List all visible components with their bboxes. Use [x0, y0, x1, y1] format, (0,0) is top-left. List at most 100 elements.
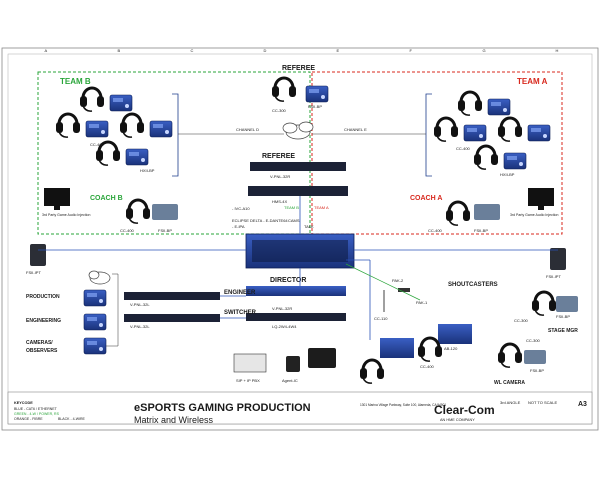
- director-label: DIRECTOR: [270, 277, 306, 284]
- title-block: [7, 391, 593, 425]
- device-label: CAMS: [288, 218, 300, 223]
- team-a-equipment: CC-400 HXII-BP: [432, 90, 551, 177]
- coach-a-label: COACH A: [410, 195, 442, 202]
- production-label: PRODUCTION: [26, 294, 60, 300]
- team-a-feed-label: TEAM A: [314, 205, 329, 210]
- beltpack-icon: [125, 148, 149, 166]
- keycode-green: GREEN - 4-W / POWER, RS: [14, 412, 60, 416]
- device-label: CC-400: [420, 364, 435, 369]
- device-label: V-PNL-32L: [130, 302, 150, 307]
- observers-label: OBSERVERS: [26, 348, 58, 354]
- device-label: CC-400: [90, 142, 105, 147]
- device-label: PAK-1: [416, 300, 428, 305]
- director-panel: [246, 286, 346, 296]
- third-party-a-label: 3rd Party Game Audio Injection: [510, 213, 558, 217]
- ab120-left: [380, 338, 414, 358]
- keycode-title: KEYCODE: [14, 401, 33, 405]
- beltpack-icon: [527, 124, 551, 142]
- team-b-feed-label: TEAM B: [284, 205, 299, 210]
- company-subtitle: AN HME COMPANY: [440, 418, 475, 422]
- ruler-label: B: [118, 48, 121, 53]
- cloud-icon: [88, 270, 111, 285]
- team-b-bracket: [172, 93, 179, 177]
- headset-icon: [530, 290, 558, 317]
- referee-mid-label: REFEREE: [262, 153, 295, 160]
- monitor-icon: [528, 188, 554, 210]
- headset-icon: [78, 86, 106, 113]
- cat6-links: [38, 196, 558, 340]
- device-label: V-PNL-32R: [272, 306, 292, 311]
- team-b-equipment: CC-400 HXII-BP: [54, 86, 173, 173]
- eclipse-matrix-cards: [252, 240, 348, 262]
- fsii-ipt-right: [550, 248, 566, 270]
- shoutcasters-label: SHOUTCASTERS: [448, 282, 498, 288]
- beltpack-icon: [503, 152, 527, 170]
- device-label: FSII-BP: [308, 104, 322, 109]
- headset-icon: [54, 112, 82, 139]
- hms4x-unit: [248, 186, 348, 196]
- group-bracket: [106, 273, 119, 347]
- scale-label: NOT TO SCALE: [528, 400, 557, 405]
- device-label: FSII-BP: [530, 368, 544, 373]
- beltpack-icon: [85, 120, 109, 138]
- headset-icon: [456, 90, 484, 117]
- channel-d-label: CHANNEL D: [236, 127, 259, 132]
- company-logo-text: Clear-Com: [434, 403, 495, 417]
- device-label: ECLIPSE DELTA - E-DANTE64: [232, 218, 288, 223]
- device-label: Agent-IC: [282, 378, 298, 383]
- monitor-icon: [44, 188, 70, 210]
- team-a-zone: [311, 71, 563, 235]
- keycode-black: BLACK - 4-WIRE: [58, 417, 86, 421]
- ruler-label: E: [337, 48, 340, 53]
- diagram-title: eSPORTS GAMING PRODUCTION: [134, 402, 311, 414]
- engineering-label: ENGINEERING: [26, 318, 61, 324]
- headset-icon: [444, 200, 472, 227]
- fsii-ipt-left: [30, 244, 46, 266]
- power-link: [345, 263, 421, 301]
- beltpack-icon: [487, 98, 511, 116]
- device-label: FSII-BP: [556, 314, 570, 319]
- company-address: 1301 Marina Village Parkway, Suite 100, …: [360, 403, 446, 407]
- coach-b-label: COACH B: [90, 195, 123, 202]
- beltpack-icon: [152, 204, 178, 220]
- team-b-zone: [37, 71, 311, 235]
- device-label: CC-110: [374, 316, 388, 321]
- device-label: CC-400: [120, 228, 135, 233]
- team-b-label: TEAM B: [60, 77, 91, 86]
- sip-pbx-phone: [233, 353, 267, 373]
- device-label: SIP + IP PBX: [236, 378, 260, 383]
- device-label: CC-300: [272, 108, 287, 113]
- beltpack-icon: [463, 124, 487, 142]
- device-label: V-PNL-32L: [130, 324, 150, 329]
- headset-icon: [270, 76, 298, 103]
- keycode-legend: KEYCODE BLUE - CAT6 / ETHERNET GREEN - 4…: [14, 401, 86, 421]
- ruler-label: H: [556, 48, 559, 53]
- device-label: AB-120: [444, 346, 458, 351]
- device-label: FSII-IPT: [26, 270, 41, 275]
- device-label: HXII-BP: [140, 168, 155, 173]
- device-label: CC-300: [526, 338, 541, 343]
- keycode-orange: ORANGE - FIBRE: [14, 417, 43, 421]
- ab120-right: [438, 324, 472, 344]
- beltpack-icon: [524, 350, 546, 364]
- headset-icon: [416, 336, 444, 363]
- agent-ic-phone: [286, 356, 300, 372]
- device-label: TALK: [304, 224, 314, 229]
- device-label: HXII-BP: [500, 172, 515, 177]
- ruler-label: D: [264, 48, 267, 53]
- beltpack-icon: [83, 289, 107, 307]
- headset-icon: [124, 198, 152, 225]
- engineer-label: ENGINEER: [224, 290, 256, 296]
- engineer-panel: [124, 292, 220, 300]
- ruler-label: C: [191, 48, 194, 53]
- referee-top-label: REFEREE: [282, 65, 315, 72]
- device-label: LQ-2W4-4W4: [272, 324, 297, 329]
- device-label: PAK-2: [392, 278, 404, 283]
- device-label: FSII-BP: [474, 228, 488, 233]
- director-panel-2: [246, 313, 346, 321]
- device-label: - E-IPA: [232, 224, 245, 229]
- headset-icon: [358, 358, 386, 385]
- beltpack-icon: [305, 85, 329, 103]
- cameras-label: CAMERAS/: [26, 340, 53, 346]
